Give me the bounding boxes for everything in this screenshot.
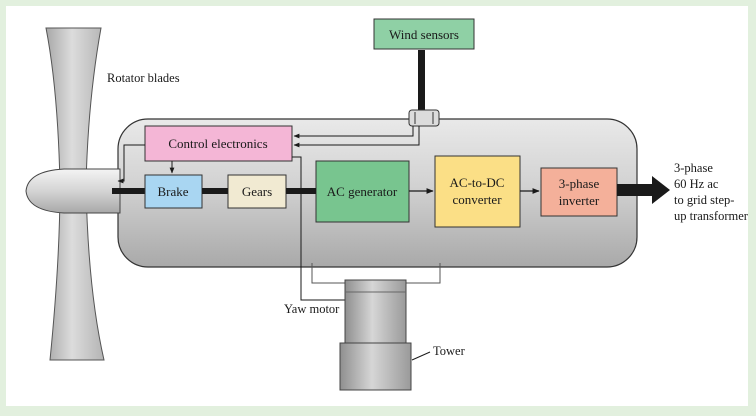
control-electronics-label: Control electronics <box>168 136 267 151</box>
output-label-line2: 60 Hz ac <box>674 177 719 191</box>
hub-nose-cone <box>25 168 121 214</box>
tower-lower <box>339 342 412 391</box>
yaw-motor-label: Yaw motor <box>284 302 340 316</box>
ac-to-dc-converter-box <box>434 155 521 228</box>
inverter-label-line1: 3-phase <box>559 176 600 191</box>
wind-sensor-mast <box>418 50 425 112</box>
ac-generator-label: AC generator <box>327 184 398 199</box>
inverter-label-line2: inverter <box>559 193 600 208</box>
gears-box <box>227 174 287 209</box>
output-label-line1: 3-phase <box>674 161 713 175</box>
ac-to-dc-label-line1: AC-to-DC <box>450 175 505 190</box>
inverter-box <box>540 167 618 217</box>
shaft-brake-gears <box>202 188 228 194</box>
output-arrow <box>617 176 670 204</box>
arrow-sensor-control-1 <box>293 126 414 139</box>
arrow-control-hub <box>117 144 145 184</box>
rotator-blades-label: Rotator blades <box>107 71 180 85</box>
tower-label: Tower <box>433 344 466 358</box>
tower-upper <box>344 279 407 344</box>
arrow-sensor-control-2 <box>293 126 420 148</box>
wind-sensor-mount <box>408 109 440 127</box>
control-electronics-box <box>144 125 293 162</box>
brake-label: Brake <box>157 184 188 199</box>
ac-generator-box <box>315 160 410 223</box>
output-label-line3: to grid step- <box>674 193 734 207</box>
wind-sensors-label: Wind sensors <box>389 27 459 42</box>
output-label-line4: up transformer <box>674 209 749 223</box>
ac-to-dc-label-line2: converter <box>452 192 502 207</box>
line-control-yaw <box>292 156 345 301</box>
wind-sensors-box <box>373 18 475 50</box>
gears-label: Gears <box>242 184 272 199</box>
tower-leader-line <box>411 351 431 361</box>
